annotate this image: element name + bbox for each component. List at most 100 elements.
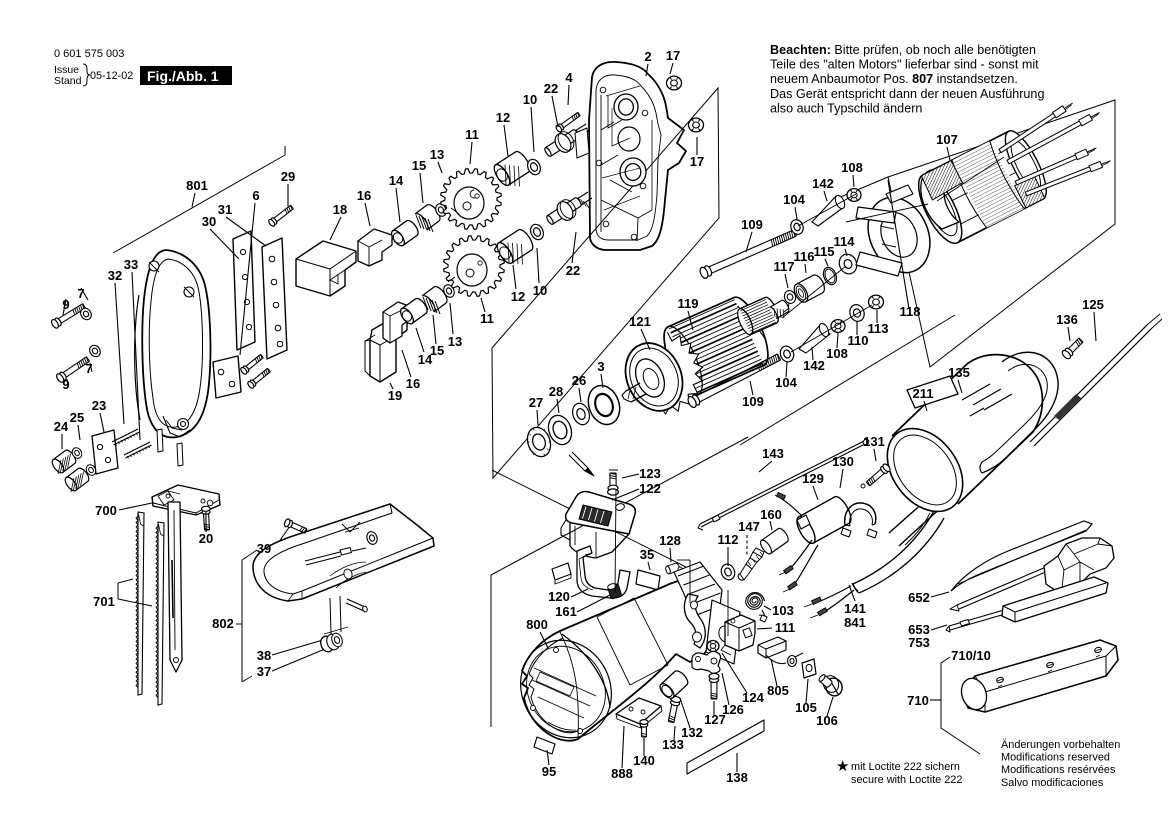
svg-text:123: 123 xyxy=(639,466,661,481)
svg-text:127: 127 xyxy=(704,712,726,727)
svg-text:124: 124 xyxy=(742,690,764,705)
svg-text:805: 805 xyxy=(767,683,789,698)
svg-text:Fig./Abb. 1: Fig./Abb. 1 xyxy=(147,68,219,84)
svg-text:111: 111 xyxy=(775,620,795,635)
svg-text:32: 32 xyxy=(108,268,122,283)
svg-text:128: 128 xyxy=(659,533,681,548)
svg-text:15: 15 xyxy=(430,343,444,358)
svg-text:130: 130 xyxy=(832,454,854,469)
svg-text:103: 103 xyxy=(772,603,794,618)
svg-text:05-12-02: 05-12-02 xyxy=(90,70,133,82)
svg-text:113: 113 xyxy=(868,321,889,336)
svg-text:Modifications resérvées: Modifications resérvées xyxy=(1001,764,1116,776)
svg-text:14: 14 xyxy=(418,352,433,367)
svg-text:3: 3 xyxy=(597,359,604,374)
svg-text:109: 109 xyxy=(741,217,763,232)
svg-text:11: 11 xyxy=(465,127,479,142)
svg-text:17: 17 xyxy=(666,48,680,63)
svg-text:35: 35 xyxy=(640,547,654,562)
svg-text:701: 701 xyxy=(93,594,115,609)
svg-text:104: 104 xyxy=(775,375,797,390)
svg-text:143: 143 xyxy=(762,446,784,461)
svg-text:22: 22 xyxy=(566,263,580,278)
svg-text:37: 37 xyxy=(257,664,271,679)
svg-text:22: 22 xyxy=(544,81,558,96)
svg-text:Teile des "alten Motors" liefe: Teile des "alten Motors" lieferbar sind … xyxy=(770,58,1039,72)
svg-text:129: 129 xyxy=(802,471,824,486)
svg-text:9: 9 xyxy=(62,297,69,312)
svg-text:95: 95 xyxy=(542,764,556,779)
svg-text:11: 11 xyxy=(480,311,494,326)
svg-text:Stand: Stand xyxy=(54,75,82,87)
svg-text:161: 161 xyxy=(555,604,577,619)
svg-text:105: 105 xyxy=(795,700,817,715)
svg-text:neuem Anbaumotor Pos. 807 inst: neuem Anbaumotor Pos. 807 instandsetzen. xyxy=(770,72,1018,86)
svg-text:12: 12 xyxy=(511,289,525,304)
svg-text:653: 653 xyxy=(908,622,930,637)
svg-text:802: 802 xyxy=(212,616,234,631)
svg-text:888: 888 xyxy=(611,766,633,781)
svg-text:33: 33 xyxy=(124,257,138,272)
svg-text:753: 753 xyxy=(908,635,930,650)
svg-text:27: 27 xyxy=(529,395,543,410)
svg-text:Issue: Issue xyxy=(54,64,79,76)
svg-text:211: 211 xyxy=(913,386,934,401)
svg-text:13: 13 xyxy=(448,334,462,349)
svg-text:Salvo modificaciones: Salvo modificaciones xyxy=(1001,777,1104,789)
svg-text:7: 7 xyxy=(85,361,92,376)
svg-text:12: 12 xyxy=(496,110,510,125)
svg-text:also auch Typschild ändern: also auch Typschild ändern xyxy=(770,101,922,115)
svg-text:112: 112 xyxy=(718,532,739,547)
svg-text:133: 133 xyxy=(662,737,684,752)
svg-text:108: 108 xyxy=(841,160,863,175)
svg-text:31: 31 xyxy=(218,202,232,217)
svg-text:Beachten: Bitte prüfen, ob noc: Beachten: Bitte prüfen, ob noch alle ben… xyxy=(770,43,1036,57)
svg-text:120: 120 xyxy=(548,589,570,604)
svg-text:841: 841 xyxy=(844,615,866,630)
svg-text:800: 800 xyxy=(526,617,548,632)
svg-text:26: 26 xyxy=(572,373,586,388)
svg-text:107: 107 xyxy=(936,132,958,147)
svg-text:108: 108 xyxy=(826,346,848,361)
svg-text:110: 110 xyxy=(848,333,869,348)
svg-text:9: 9 xyxy=(62,377,69,392)
svg-text:106: 106 xyxy=(816,713,838,728)
svg-text:801: 801 xyxy=(186,178,208,193)
svg-text:116: 116 xyxy=(794,249,815,264)
svg-text:24: 24 xyxy=(54,419,69,434)
svg-text:121: 121 xyxy=(629,314,651,329)
svg-text:10: 10 xyxy=(533,283,547,298)
svg-text:Modifications reserved: Modifications reserved xyxy=(1001,752,1110,764)
svg-text:136: 136 xyxy=(1056,312,1078,327)
svg-text:38: 38 xyxy=(257,648,271,663)
svg-text:16: 16 xyxy=(357,188,371,203)
svg-text:14: 14 xyxy=(389,173,404,188)
svg-text:119: 119 xyxy=(678,296,699,311)
svg-text:23: 23 xyxy=(92,398,106,413)
svg-text:7: 7 xyxy=(77,286,84,301)
svg-text:Änderungen vorbehalten: Änderungen vorbehalten xyxy=(1001,739,1120,751)
svg-text:122: 122 xyxy=(639,481,661,496)
svg-text:mit Loctite 222 sichern: mit Loctite 222 sichern xyxy=(851,761,960,773)
svg-text:710/10: 710/10 xyxy=(951,648,991,663)
svg-text:25: 25 xyxy=(70,410,84,425)
svg-text:Das Gerät entspricht dann der: Das Gerät entspricht dann der neuen Ausf… xyxy=(770,87,1044,101)
svg-text:118: 118 xyxy=(900,304,921,319)
svg-text:140: 140 xyxy=(633,753,655,768)
svg-text:135: 135 xyxy=(948,365,970,380)
svg-text:18: 18 xyxy=(333,202,347,217)
svg-text:131: 131 xyxy=(863,434,885,449)
svg-text:109: 109 xyxy=(742,394,764,409)
svg-text:142: 142 xyxy=(803,358,825,373)
svg-text:147: 147 xyxy=(738,519,760,534)
svg-text:17: 17 xyxy=(690,154,704,169)
svg-text:30: 30 xyxy=(202,214,216,229)
svg-text:142: 142 xyxy=(812,176,834,191)
svg-text:4: 4 xyxy=(565,70,573,85)
svg-text:16: 16 xyxy=(406,376,420,391)
svg-text:19: 19 xyxy=(388,388,402,403)
svg-text:20: 20 xyxy=(199,531,213,546)
svg-text:700: 700 xyxy=(95,503,117,518)
svg-text:117: 117 xyxy=(774,259,795,274)
svg-text:115: 115 xyxy=(814,244,835,259)
